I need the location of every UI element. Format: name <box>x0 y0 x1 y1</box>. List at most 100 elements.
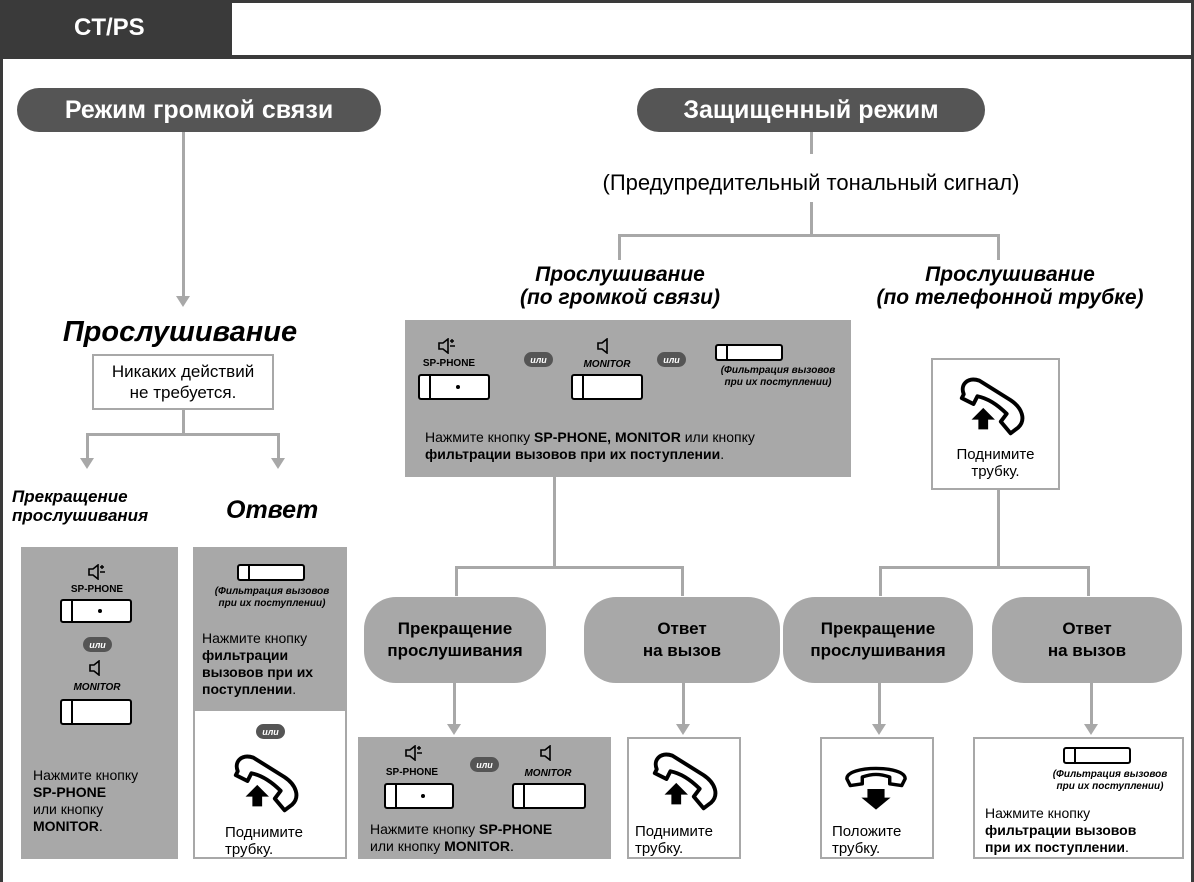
stop-text-line3: или кнопку <box>33 801 104 817</box>
handset-pickup-line1: Поднимите <box>956 446 1035 463</box>
sp-phone-label: SP-PHONE <box>70 584 124 595</box>
filter-label-line2: при их поступлении) <box>724 377 832 388</box>
frame-right <box>1191 0 1194 882</box>
or-badge: или <box>470 757 499 772</box>
answer-call-pill: Ответ на вызов <box>584 597 780 683</box>
answer-text-line1: Нажмите кнопку <box>202 630 308 646</box>
call-screening-key[interactable] <box>237 564 305 581</box>
pickup-line1: Поднимите <box>225 824 303 841</box>
no-action-line1: Никаких действий <box>111 362 255 381</box>
monitor-key[interactable] <box>60 699 132 725</box>
connector <box>1090 683 1093 725</box>
stop-speaker-text-line2: или кнопку MONITOR. <box>370 838 514 854</box>
handset-pickup-line2: трубку. <box>971 463 1020 480</box>
arrow-down <box>1084 724 1098 735</box>
sp-phone-key[interactable] <box>418 374 490 400</box>
sp-phone-label: SP-PHONE <box>385 767 439 778</box>
speakerphone-mode-pill: Режим громкой связи <box>17 88 381 132</box>
connector <box>1087 566 1090 596</box>
answer1-pickup-line2: трубку. <box>635 840 684 857</box>
monitor-speaker-icon <box>595 338 615 354</box>
speaker-text-line1: Нажмите кнопку SP-PHONE, MONITOR или кно… <box>425 429 755 445</box>
putdown-line1: Положите <box>832 823 902 840</box>
arrow-down <box>676 724 690 735</box>
connector <box>182 410 185 434</box>
monitor-speaker-icon <box>538 745 558 761</box>
call-screening-key[interactable] <box>1063 747 1131 764</box>
speakerphone-icon <box>87 564 107 580</box>
connector <box>681 566 684 596</box>
connector <box>455 566 458 596</box>
speakerphone-icon <box>437 338 457 354</box>
filter-label-line2: при их поступлении) <box>1056 781 1164 792</box>
arrow-down <box>80 458 94 469</box>
privacy-mode-pill: Защищенный режим <box>637 88 985 132</box>
answer-filter-panel: (Фильтрация вызовов при их поступлении) … <box>193 547 347 710</box>
stop-listening-panel: SP-PHONE или MONITOR Нажмите кнопку SP-P… <box>21 547 178 859</box>
connector <box>455 566 684 569</box>
connector <box>682 683 685 725</box>
arrow-down <box>176 296 190 307</box>
connector <box>618 234 621 260</box>
connector <box>879 566 1090 569</box>
answer-heading: Ответ <box>226 496 319 524</box>
connector <box>453 683 456 725</box>
monitor-label: MONITOR <box>73 682 121 693</box>
monitor-key[interactable] <box>571 374 643 400</box>
speaker-heading-line2: (по громкой связи) <box>519 286 720 309</box>
arrow-down <box>447 724 461 735</box>
stop-listening-pill: Прекращение прослушивания <box>783 597 973 683</box>
stop-listening-heading: Прекращение прослушивания <box>12 487 182 525</box>
handset-down-icon <box>836 753 916 813</box>
connector <box>86 433 89 459</box>
or-badge: или <box>83 637 112 652</box>
frame-left <box>0 0 3 882</box>
handset-heading-line2: (по телефонной трубке) <box>876 286 1144 309</box>
answer-call-pill: Ответ на вызов <box>992 597 1182 683</box>
handset-up-icon <box>228 747 306 817</box>
speaker-text-line2: фильтрации вызовов при их поступлении. <box>425 446 725 462</box>
handset-pickup-panel: Поднимите трубку. <box>931 358 1060 490</box>
answer2-text-line2: фильтрации вызовов <box>985 822 1137 838</box>
no-action-line2: не требуется. <box>129 383 237 402</box>
monitor-key[interactable] <box>512 783 586 809</box>
connector <box>277 433 280 459</box>
answer-text-line3: вызовов при их <box>202 664 314 680</box>
speaker-listen-heading: Прослушивание (по громкой связи) <box>470 263 770 309</box>
handset-listen-heading: Прослушивание (по телефонной трубке) <box>850 263 1170 309</box>
monitor-label: MONITOR <box>524 768 572 779</box>
stop-listening-pill: Прекращение прослушивания <box>364 597 546 683</box>
connector <box>997 490 1000 567</box>
answer-pickup-panel: Поднимите трубку. <box>627 737 741 859</box>
connector <box>810 132 813 154</box>
filter-label-line1: (Фильтрация вызовов <box>214 586 330 597</box>
connector <box>182 132 185 297</box>
or-badge: или <box>657 352 686 367</box>
sp-phone-key[interactable] <box>60 599 132 623</box>
sp-phone-key[interactable] <box>384 783 454 809</box>
connector <box>618 234 1000 237</box>
listen-title: Прослушивание <box>62 316 298 348</box>
stop-text-line1: Нажмите кнопку <box>33 767 139 783</box>
sp-phone-label: SP-PHONE <box>422 358 476 369</box>
answer-text-line4: поступлении. <box>202 681 297 697</box>
stop-heading-line1: Прекращение <box>12 487 128 506</box>
monitor-label: MONITOR <box>583 359 631 370</box>
connector <box>810 202 813 236</box>
stop-heading-line2: прослушивания <box>12 506 149 525</box>
call-screening-key[interactable] <box>715 344 783 361</box>
pickup-line2: трубку. <box>225 841 274 858</box>
tab-ct-ps: CT/PS <box>0 0 232 55</box>
filter-label-line1: (Фильтрация вызовов <box>720 365 836 376</box>
answer-filter-panel: (Фильтрация вызовов при их поступлении) … <box>973 737 1184 859</box>
or-badge: или <box>256 724 285 739</box>
stop-text-line4: MONITOR. <box>33 818 103 834</box>
handset-heading-line1: Прослушивание <box>925 263 1095 286</box>
monitor-speaker-icon <box>87 660 107 676</box>
stop-speaker-panel: SP-PHONE или MONITOR Нажмите кнопку SP-P… <box>358 737 611 859</box>
filter-label-line1: (Фильтрация вызовов <box>1052 769 1168 780</box>
connector <box>997 234 1000 260</box>
connector <box>86 433 280 436</box>
connector <box>553 477 556 567</box>
handset-up-icon <box>647 745 725 815</box>
